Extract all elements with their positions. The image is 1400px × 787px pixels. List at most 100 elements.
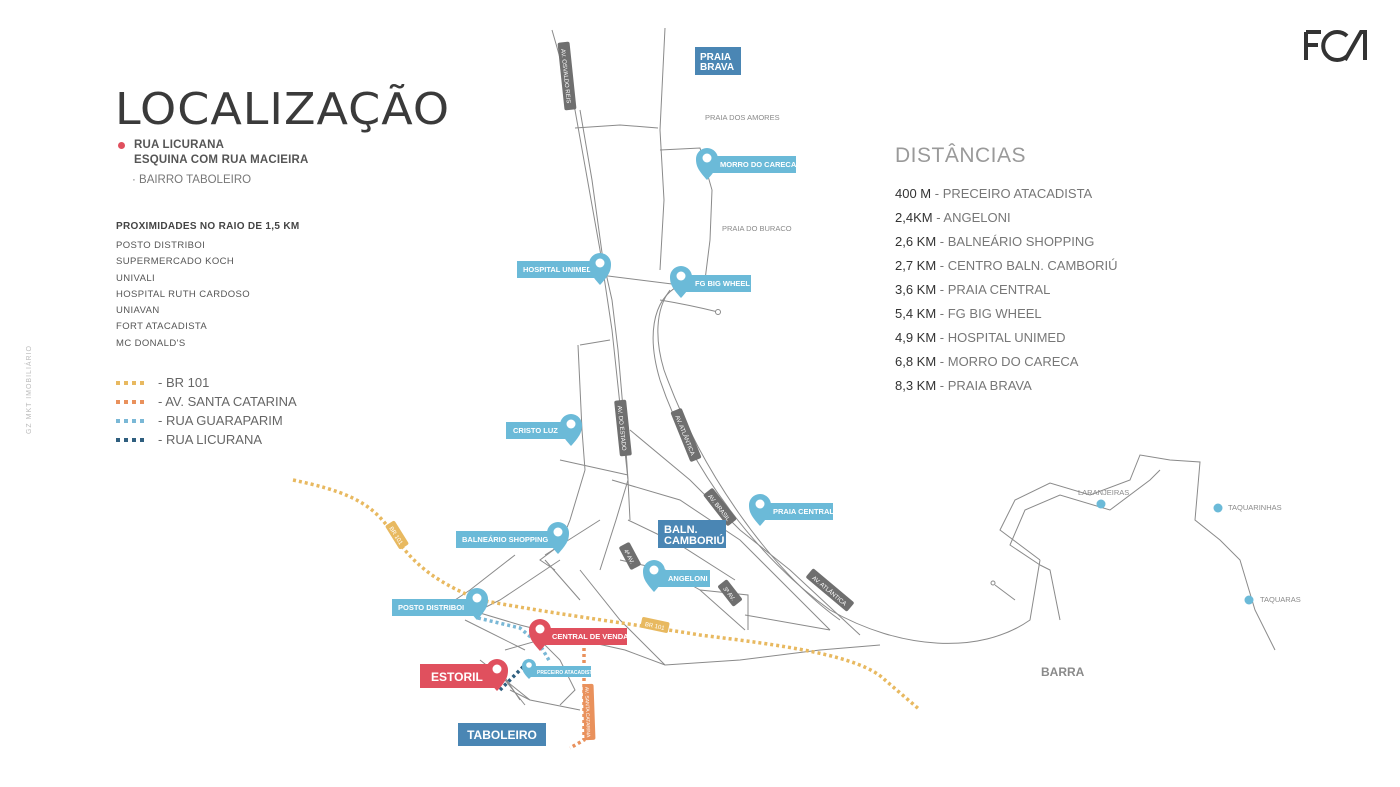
- distances-title: DISTÂNCIAS: [895, 144, 1027, 167]
- district-taboleiro: TABOLEIRO: [458, 723, 546, 746]
- distance-value: 400 M: [895, 186, 932, 201]
- list-item: HOSPITAL RUTH CARDOSO: [116, 288, 251, 300]
- fca-logo: [1304, 30, 1367, 62]
- list-item: 2,7 KM - CENTRO BALN. CAMBORIÚ: [895, 254, 1117, 278]
- pin-label: MORRO DO CARECA: [720, 160, 797, 169]
- map-pin-icon: [486, 659, 508, 691]
- district-label: BALN.: [664, 524, 698, 536]
- road-label-text: AV. ATLÂNTICA: [810, 575, 847, 608]
- pin-angeloni[interactable]: ANGELONI: [643, 560, 710, 592]
- distance-value: 4,9 KM: [895, 330, 937, 345]
- distance-place: - FG BIG WHEEL: [936, 306, 1042, 321]
- road-label-quarta: 4ª AV.: [619, 542, 641, 570]
- pin-hole: [526, 662, 532, 668]
- map-pin-icon: [466, 588, 488, 620]
- pin-cristo-luz[interactable]: CRISTO LUZ: [506, 414, 582, 446]
- pin-hole: [676, 271, 686, 281]
- list-item: 5,4 KM - FG BIG WHEEL: [895, 302, 1117, 326]
- distance-value: 2,6 KM: [895, 234, 937, 249]
- neighborhood: · BAIRRO TABOLEIRO: [132, 174, 252, 186]
- pin-label: ESTORIL: [431, 670, 483, 684]
- distance-value: 6,8 KM: [895, 354, 937, 369]
- road-label-atlantica-2: AV. ATLÂNTICA: [806, 568, 854, 612]
- list-item: UNIVALI: [116, 272, 156, 284]
- district-balneario: BALN. CAMBORIÚ: [658, 520, 726, 548]
- legend-swatch: [116, 437, 148, 442]
- pin-preceiro[interactable]: PRECEIRO ATACADISTA: [522, 659, 596, 679]
- list-item: UNIAVAN: [116, 305, 160, 317]
- road-label-estado: AV. DO ESTADO: [614, 399, 632, 457]
- pin-hole: [595, 258, 605, 268]
- map-pin-icon: [749, 494, 771, 526]
- pin-hole: [472, 593, 482, 603]
- side-credit: GZ MKT IMOBILIÁRIO: [26, 345, 33, 435]
- pin-hospital-unimed[interactable]: HOSPITAL UNIMED: [517, 253, 611, 285]
- distance-place: - ANGELONI: [932, 210, 1011, 225]
- distance-place: - PRAIA CENTRAL: [936, 282, 1051, 297]
- pin-morro-careca[interactable]: MORRO DO CARECA: [696, 148, 797, 180]
- legend-swatch: [116, 399, 148, 404]
- map-pin-icon: [589, 253, 611, 285]
- pin-label: BALNEÁRIO SHOPPING: [462, 535, 548, 544]
- address-line-1: RUA LICURANA: [134, 139, 225, 151]
- legend-swatch: [116, 380, 148, 385]
- road-label-santa-catarina: AV. SANTA CATARINA: [582, 683, 596, 741]
- pin-hole: [755, 499, 765, 509]
- route-legend: - BR 101 - AV. SANTA CATARINA - RUA GUAR…: [116, 373, 297, 449]
- list-item: SUPERMERCADO KOCH: [116, 256, 235, 268]
- pin-hole: [566, 419, 576, 429]
- place-praia-amores: PRAIA DOS AMORES: [705, 113, 780, 122]
- place-taquarinhas: TAQUARINHAS: [1228, 503, 1282, 512]
- distance-place: - HOSPITAL UNIMED: [936, 330, 1066, 345]
- legend-item: - RUA GUARAPARIM: [116, 411, 297, 430]
- distance-place: - CENTRO BALN. CAMBORIÚ: [936, 258, 1118, 273]
- district-label: TABOLEIRO: [467, 728, 537, 742]
- place-dot: [1096, 499, 1106, 509]
- pin-hole: [702, 153, 712, 163]
- pin-label: PRAIA CENTRAL: [773, 507, 834, 516]
- pin-praia-central[interactable]: PRAIA CENTRAL: [749, 494, 834, 526]
- map-pin-icon: [643, 560, 665, 592]
- distance-place: - BALNEÁRIO SHOPPING: [936, 234, 1095, 249]
- legend-label: - BR 101: [158, 375, 210, 390]
- place-taquaras: TAQUARAS: [1260, 595, 1301, 604]
- pin-balneario-shopping[interactable]: BALNEÁRIO SHOPPING: [456, 522, 569, 554]
- place-dot: [1213, 503, 1223, 513]
- distance-value: 5,4 KM: [895, 306, 937, 321]
- distance-value: 2,7 KM: [895, 258, 937, 273]
- road-label-terceira: 3ª AV.: [718, 579, 742, 607]
- pin-label: FG BIG WHEEL: [695, 279, 750, 288]
- distance-value: 3,6 KM: [895, 282, 937, 297]
- list-item: 400 M - PRECEIRO ATACADISTA: [895, 182, 1117, 206]
- legend-swatch: [116, 418, 148, 423]
- road-label-text: AV. OSVALDO REIS: [559, 49, 571, 104]
- district-label: CAMBORIÚ: [664, 534, 725, 547]
- pin-central-vendas[interactable]: CENTRAL DE VENDAS: [529, 619, 634, 651]
- page-title: LOCALIZAÇÃO: [115, 83, 451, 135]
- legend-label: - RUA GUARAPARIM: [158, 413, 283, 428]
- place-dot: [1244, 595, 1254, 605]
- legend-item: - RUA LICURANA: [116, 430, 297, 449]
- pin-posto-distriboi[interactable]: POSTO DISTRIBOI: [392, 588, 488, 620]
- list-item: 2,6 KM - BALNEÁRIO SHOPPING: [895, 230, 1117, 254]
- road-label-text: BR 101: [644, 622, 665, 632]
- distance-place: - PRECEIRO ATACADISTA: [931, 186, 1093, 201]
- place-praia-buraco: PRAIA DO BURACO: [722, 224, 792, 233]
- address: RUA LICURANA ESQUINA COM RUA MACIEIRA: [118, 138, 309, 168]
- road-label-atlantica-1: AV. ATLÂNTICA: [670, 408, 702, 462]
- pin-label: CENTRAL DE VENDAS: [552, 632, 634, 641]
- address-dot-icon: [118, 142, 125, 149]
- road-label-br101-1: BR 101: [385, 520, 409, 550]
- br101-route: [292, 478, 922, 712]
- map-pin-icon: [670, 266, 692, 298]
- map-pin-icon: [696, 148, 718, 180]
- pin-estoril[interactable]: ESTORIL: [420, 659, 508, 691]
- map-pin-icon: [547, 522, 569, 554]
- distance-value: 2,4KM: [895, 210, 933, 225]
- proximities-list: POSTO DISTRIBOI SUPERMERCADO KOCH UNIVAL…: [116, 238, 250, 352]
- list-item: 8,3 KM - PRAIA BRAVA: [895, 374, 1117, 398]
- pin-fg-big-wheel[interactable]: FG BIG WHEEL: [670, 266, 751, 298]
- list-item: FORT ATACADISTA: [116, 321, 208, 333]
- distances-list: 400 M - PRECEIRO ATACADISTA 2,4KM - ANGE…: [895, 182, 1117, 398]
- map-pin-icon: [522, 659, 536, 679]
